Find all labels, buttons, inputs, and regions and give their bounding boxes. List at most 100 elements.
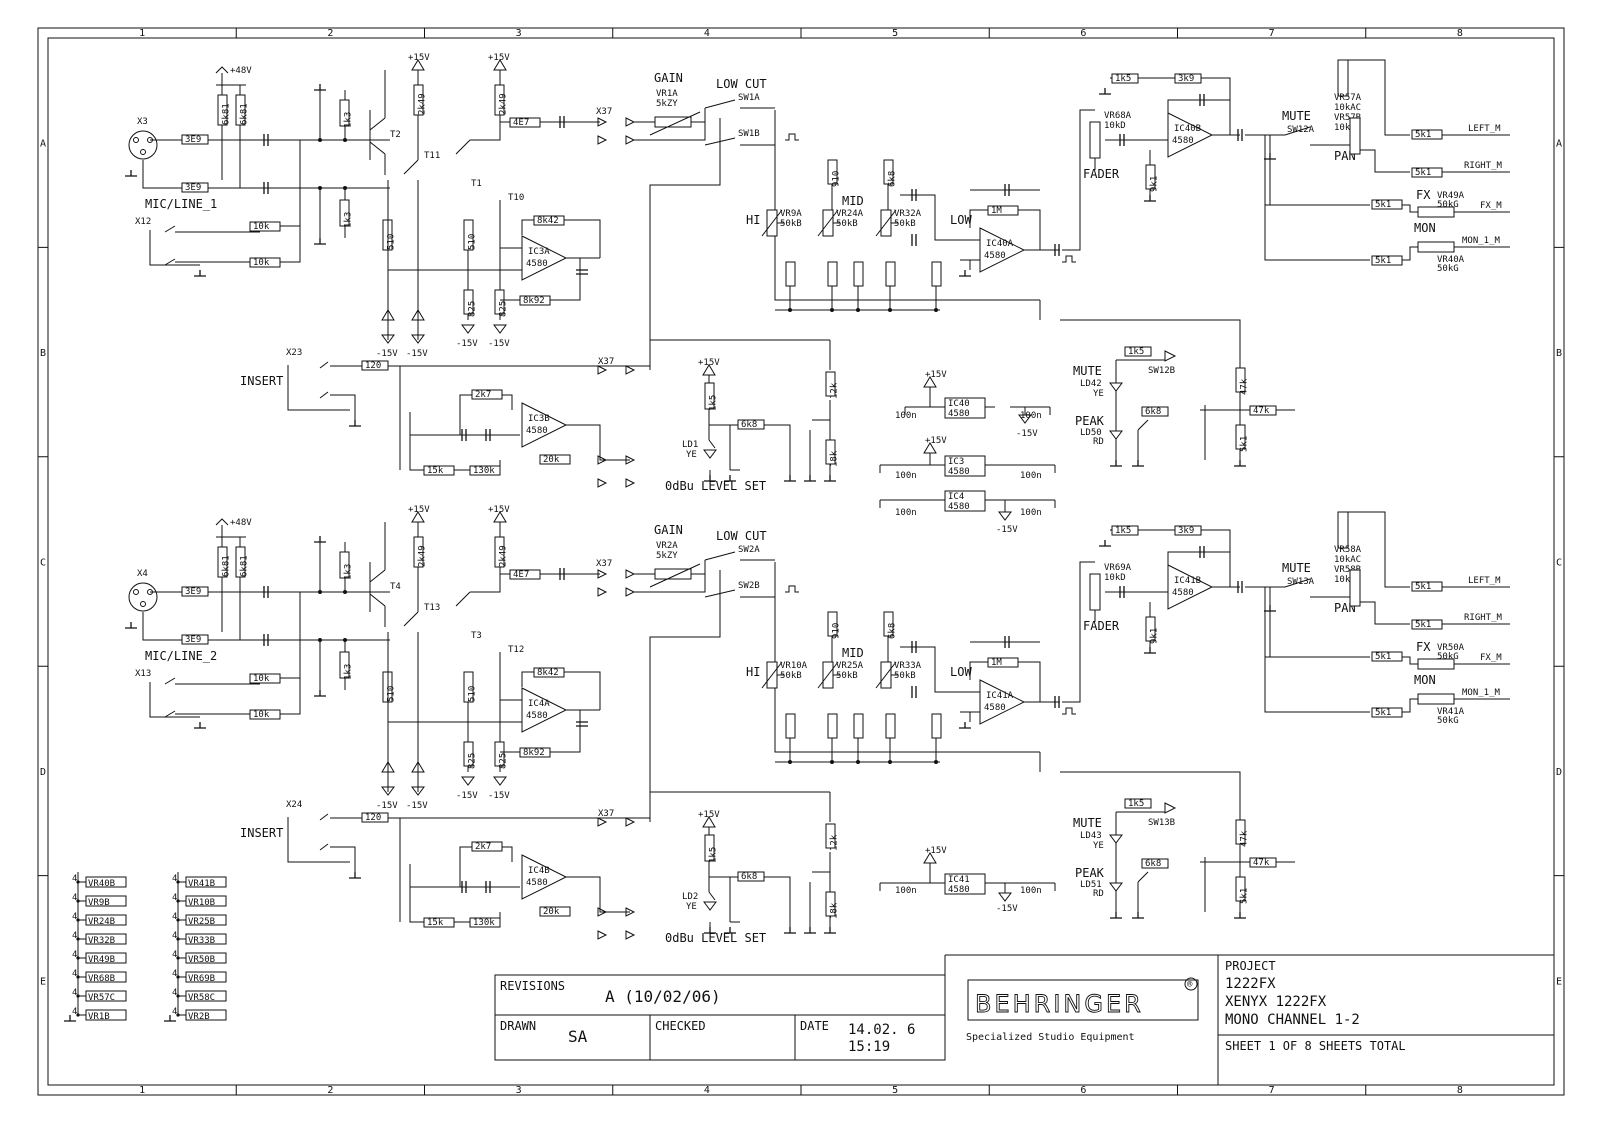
wire (381, 761, 425, 773)
pan-potentiometer (1337, 59, 1349, 97)
wire (521, 402, 568, 448)
row-marker-left: B (40, 348, 46, 359)
p15-label: +15V (408, 505, 430, 515)
wire (1110, 912, 1122, 919)
wire (263, 182, 269, 194)
pot-section-box (85, 971, 127, 983)
wire (911, 686, 917, 698)
resistor (413, 84, 424, 116)
wire (597, 587, 608, 597)
mid-label: MID (842, 194, 864, 208)
wire (381, 309, 425, 321)
wire (1119, 134, 1125, 146)
pot-junction (176, 975, 180, 979)
time-value: 15:19 (848, 1039, 890, 1055)
wire (461, 429, 467, 441)
project-label: PROJECT (1225, 959, 1276, 973)
wire (387, 180, 501, 340)
resistor-value: 20k (543, 907, 560, 917)
transistor-label: T1 (471, 179, 482, 189)
project-value: 1222FX (1225, 976, 1276, 992)
wire (314, 690, 326, 697)
mon-pot: VR40A (1437, 255, 1465, 265)
pot-pin-number: 4 (172, 988, 177, 998)
resistor-value: 8k42 (537, 668, 559, 678)
wire (388, 121, 601, 301)
resistor (1174, 73, 1202, 84)
ic-supply-1: IC40 4580 +15V -15V 100n 100n (895, 370, 1051, 439)
resistor (533, 667, 565, 678)
resistor-value: 6k81 (240, 555, 250, 577)
transistor-label: T11 (424, 151, 440, 161)
wire (979, 679, 1026, 725)
wire (521, 854, 568, 900)
resistor-value: 5k1 (1415, 582, 1431, 592)
column-marker-top: 6 (1080, 28, 1086, 39)
hi-label: HI (746, 213, 760, 227)
pot-section-label: VR9B (88, 898, 110, 908)
pot-section-label: VR1B (88, 1012, 110, 1022)
lowcut-switch-a: SW2A (738, 545, 760, 555)
resistor-value: 20k (543, 455, 560, 465)
hi-label: HI (746, 665, 760, 679)
resistor (217, 94, 228, 126)
ic-supply-4: IC41 4580 +15V -15V 100n 100n (879, 846, 1056, 914)
xlr-pin (133, 137, 139, 143)
column-marker-bottom: 3 (516, 1085, 522, 1096)
signal-led: LD2 (682, 892, 698, 902)
junction (343, 638, 347, 642)
signal-led: LD1 (682, 440, 698, 450)
wire (775, 184, 960, 311)
fader-label: FADER (1083, 167, 1120, 181)
pot-section-lists: VR40B4VR9B4VR24B4VR32B4VR49B4VR68B4VR57C… (64, 872, 227, 1022)
transistor-label: T12 (508, 645, 524, 655)
peak-label: PEAK (1075, 866, 1105, 880)
wire (597, 817, 608, 827)
opamp-type: 4580 (984, 251, 1006, 261)
wire (960, 189, 1060, 270)
resistor-value: 9k1 (1150, 628, 1160, 644)
connector-label: X37 (598, 357, 614, 367)
wire (625, 930, 636, 940)
wire (625, 907, 636, 917)
lowcut-label: LOW CUT (716, 529, 767, 543)
wire (625, 455, 636, 465)
fx-label: FX (1416, 640, 1431, 654)
insert-label: INSERT (240, 826, 283, 840)
transistor-label: T13 (424, 603, 440, 613)
wire (194, 722, 206, 729)
resistor (1145, 616, 1156, 642)
resistor (737, 871, 765, 882)
wire (1115, 350, 1177, 460)
wire (314, 238, 326, 245)
p15-label: +15V (698, 810, 720, 820)
row-marker-right: A (1556, 139, 1562, 150)
pot-junction (76, 994, 80, 998)
pot-section-label: VR58C (188, 993, 215, 1003)
column-marker-top: 5 (892, 28, 898, 39)
wire (1264, 135, 1370, 261)
date-label: DATE (800, 1019, 829, 1033)
wire (1004, 184, 1010, 196)
m15-label: -15V (488, 339, 510, 349)
wire (1237, 129, 1243, 141)
resistor (825, 891, 836, 917)
resistor (539, 454, 571, 465)
mute-led-label: MUTE (1073, 816, 1102, 830)
row-marker-right: C (1556, 558, 1562, 569)
p15-label: +15V (488, 53, 510, 63)
wire (1234, 460, 1246, 467)
resistor (463, 741, 474, 767)
resistor (1235, 876, 1246, 902)
wire (1264, 153, 1276, 160)
wire (625, 587, 636, 597)
wire (1132, 460, 1144, 467)
svg-text:4580: 4580 (948, 885, 970, 895)
m15-label: -15V (488, 791, 510, 801)
resistor-value: 8k92 (523, 748, 545, 758)
resistor-value: 5k1 (1240, 436, 1250, 452)
opamp-type: 4580 (526, 259, 548, 269)
resistor-value: 10k (253, 258, 270, 268)
out-mon: MON_1_M (1462, 688, 1501, 698)
pot-junction (176, 1013, 180, 1017)
